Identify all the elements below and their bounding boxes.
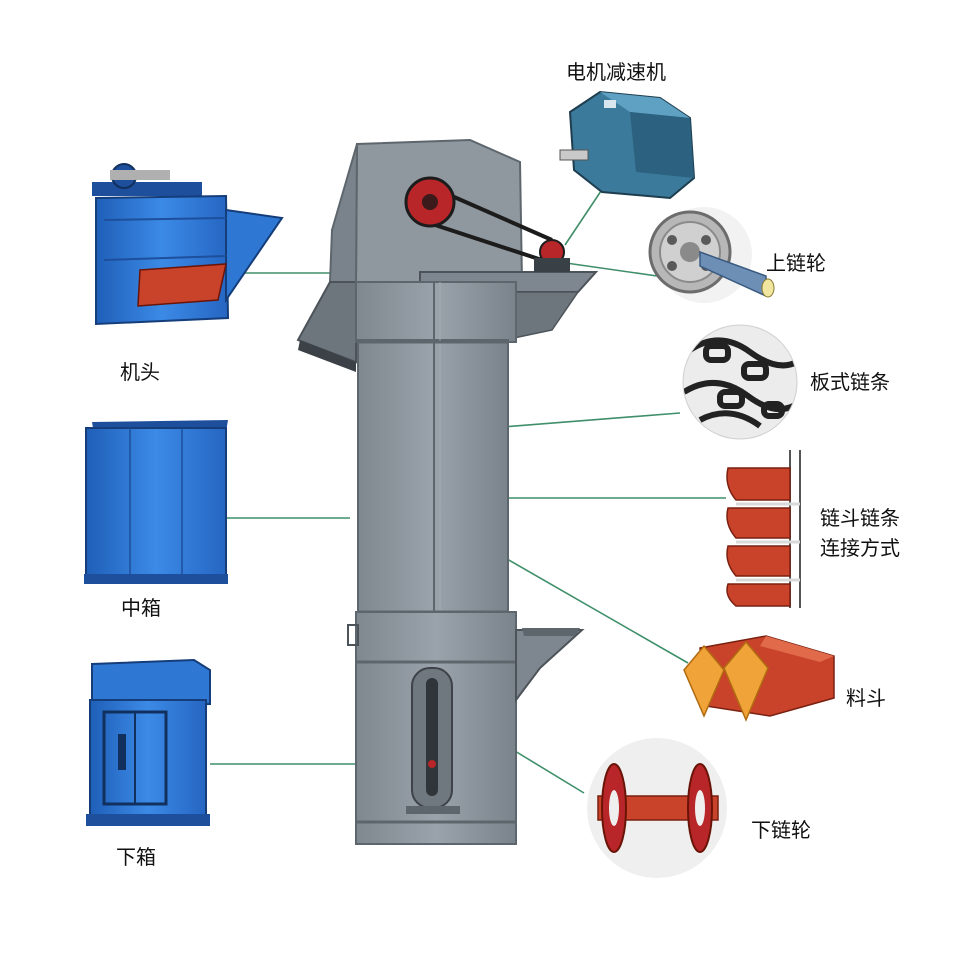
label-plate-chain: 板式链条 (810, 370, 890, 394)
lower-sprocket-illustration (587, 738, 727, 878)
label-upper-sprocket: 上链轮 (766, 251, 826, 275)
motor-reducer-illustration (559, 90, 696, 200)
label-bucket-chain-line1: 链斗链条 (820, 506, 900, 530)
leader-hopper (499, 554, 689, 664)
elevator-body (296, 138, 599, 845)
label-lower-box: 下箱 (116, 845, 156, 869)
lower-box-illustration (86, 658, 211, 826)
label-motor-reducer: 电机减速机 (566, 60, 666, 84)
hopper-illustration (683, 635, 835, 722)
bucket-chain-illustration (726, 450, 801, 608)
head-illustration (92, 163, 284, 326)
leader-plate-chain (489, 412, 681, 429)
upper-sprocket-illustration (648, 207, 775, 303)
middle-box-illustration (84, 420, 228, 584)
leader-lower-sprocket (509, 747, 585, 794)
label-hopper: 料斗 (846, 686, 886, 710)
plate-chain-illustration (682, 324, 798, 440)
label-lower-sprocket: 下链轮 (751, 818, 811, 842)
label-head: 机头 (120, 360, 160, 384)
label-middle-box: 中箱 (121, 596, 161, 620)
label-bucket-chain-line2: 连接方式 (820, 536, 900, 560)
leader-upper-sprocket (565, 262, 665, 278)
